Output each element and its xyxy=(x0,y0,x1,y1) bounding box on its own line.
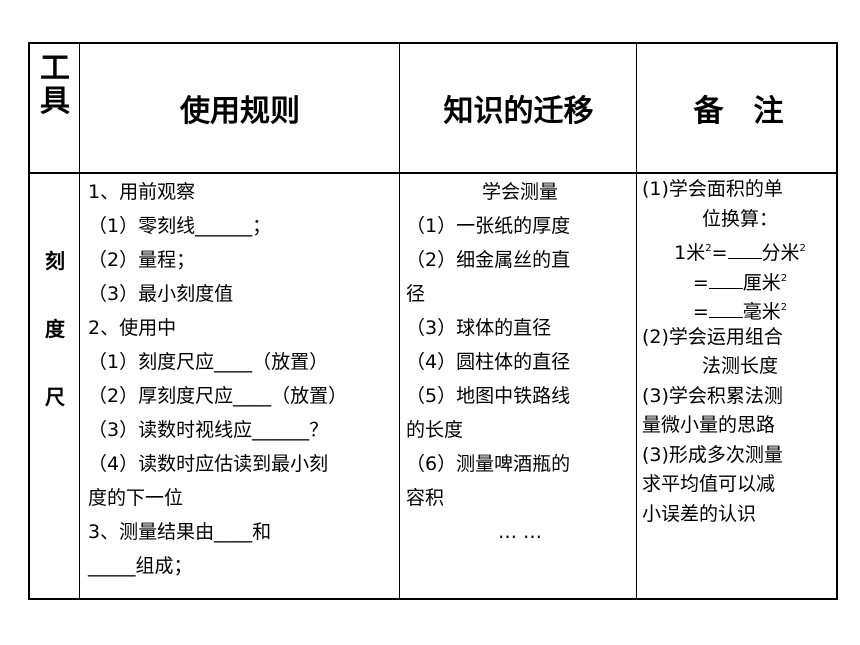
conversion-text: = xyxy=(692,271,709,294)
rules-line: 度的下一位 xyxy=(88,487,184,509)
header-tool-char: 工 xyxy=(40,51,70,86)
remarks-line: 位换算： xyxy=(701,207,778,230)
rules-text: 1、用前观察 （1）零刻线______； （2）量程； （3）最小刻度值 2、使… xyxy=(88,175,396,583)
remarks-text: (1)学会面积的单 位换算： 1米2=分米2 =厘米2 =毫米2 (2)学会运用… xyxy=(642,175,838,529)
rules-line: （3）读数时视线应______？ xyxy=(88,419,329,441)
transfer-line: 容积 xyxy=(406,487,445,509)
transfer-line: （6）测量啤酒瓶的 xyxy=(406,453,571,475)
rules-line: （3）最小刻度值 xyxy=(88,283,234,305)
remarks-line: (3)形成多次测量 xyxy=(642,443,783,466)
square-superscript: 2 xyxy=(799,243,806,254)
transfer-line: （5）地图中铁路线 xyxy=(406,385,571,407)
rules-line: 3、测量结果由____和 xyxy=(88,521,272,543)
conversion-line: = 毫米2 xyxy=(642,293,838,323)
column-divider xyxy=(399,44,400,598)
header-tool: 工 具 xyxy=(30,52,80,118)
transfer-line: （4）圆柱体的直径 xyxy=(406,351,571,373)
answer-blank xyxy=(727,240,762,259)
transfer-line: 学会测量 xyxy=(481,181,558,203)
square-superscript: 2 xyxy=(705,243,712,254)
transfer-line: 径 xyxy=(406,283,426,305)
header-transfer: 知识的迁移 xyxy=(443,94,594,129)
tool-name-char: 尺 xyxy=(45,385,65,409)
remarks-line: 量微小量的思路 xyxy=(642,414,776,436)
conversion-text: 1米 xyxy=(674,242,706,264)
header-rules: 使用规则 xyxy=(180,94,300,129)
transfer-line: … … xyxy=(497,521,543,543)
conversion-text: 分米 xyxy=(761,242,800,264)
knowledge-table: 工 具 使用规则 知识的迁移 备 注 刻 度 尺 1、用前观察 （1）零刻线__… xyxy=(28,42,838,600)
remarks-line: (1)学会面积的单 xyxy=(642,178,783,200)
transfer-line: （3）球体的直径 xyxy=(406,317,552,339)
rules-line: （4）读数时应估读到最小刻 xyxy=(88,453,329,475)
rules-line: （2）量程； xyxy=(88,249,196,271)
remarks-line: 法测长度 xyxy=(701,355,778,377)
column-divider xyxy=(636,44,637,598)
square-superscript: 2 xyxy=(780,272,788,284)
square-superscript: 2 xyxy=(780,302,788,313)
remarks-line: 求平均值可以减 xyxy=(642,473,776,495)
rules-line: 2、使用中 xyxy=(88,317,177,339)
remarks-line: (3)学会积累法测 xyxy=(642,384,783,407)
answer-blank xyxy=(708,270,743,289)
transfer-line: 的长度 xyxy=(406,419,464,441)
conversion-text: = xyxy=(711,242,728,264)
rules-line: _____组成； xyxy=(88,555,193,577)
conversion-line: 1米2=分米2 xyxy=(642,234,838,264)
conversion-text: = xyxy=(692,301,709,323)
transfer-line: （1）一张纸的厚度 xyxy=(406,215,571,237)
header-remarks: 备 注 xyxy=(693,94,784,129)
column-divider xyxy=(79,44,80,598)
remarks-line: (2)学会运用组合 xyxy=(642,325,783,348)
conversion-text: 毫米 xyxy=(742,301,781,323)
tool-name-char: 度 xyxy=(45,317,65,341)
rules-line: （2）厚刻度尺应____（放置） xyxy=(88,385,348,407)
conversion-line: = 厘米2 xyxy=(642,264,838,294)
tool-name: 刻 度 尺 xyxy=(30,227,80,431)
header-divider xyxy=(30,172,836,174)
rules-line: 1、用前观察 xyxy=(88,181,196,203)
transfer-text: 学会测量 （1）一张纸的厚度 （2）细金属丝的直 径 （3）球体的直径 （4）圆… xyxy=(406,175,634,549)
header-tool-char: 具 xyxy=(40,84,70,119)
transfer-line: （2）细金属丝的直 xyxy=(406,249,571,271)
tool-name-char: 刻 xyxy=(45,249,65,273)
remarks-line: 小误差的认识 xyxy=(642,502,757,525)
rules-line: （1）零刻线______； xyxy=(88,215,272,237)
conversion-text: 厘米 xyxy=(742,271,781,294)
rules-line: （1）刻度尺应____（放置） xyxy=(88,351,329,373)
answer-blank xyxy=(708,299,743,318)
